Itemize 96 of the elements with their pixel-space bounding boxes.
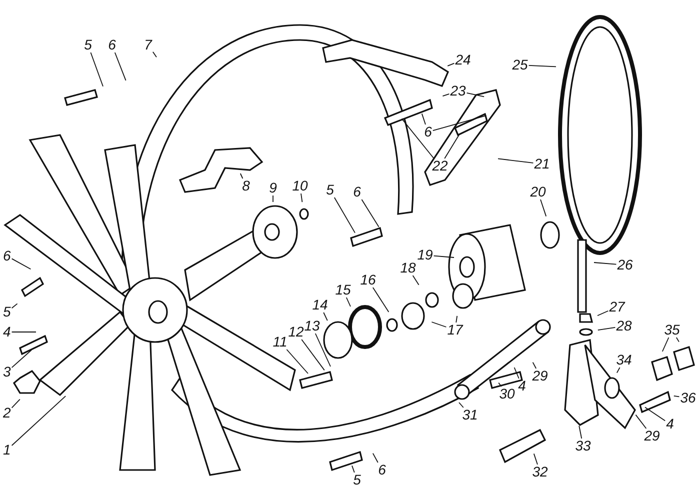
leader-line [533,453,538,465]
leader-line [528,64,556,68]
leader-line [314,333,331,367]
leader-line [635,414,647,429]
callout-number: 4 [665,416,675,432]
callout-number: 16 [359,272,377,288]
leader-line [323,312,328,322]
callout-number: 19 [416,248,434,262]
leader-line [421,113,426,125]
callout-number: 25 [511,58,529,72]
callout-number: 36 [679,390,697,406]
callout-number: 13 [303,318,321,334]
callout-number: 6 [423,124,433,140]
leader-line [673,395,680,398]
leader-line [372,452,378,463]
callout-number: 17 [446,322,464,338]
leader-line [11,350,32,368]
leader-line [498,382,502,387]
leader-line [442,93,450,97]
leader-line [444,134,460,159]
callout-number: 32 [531,464,549,480]
callout-number: 33 [574,438,592,454]
leader-line [334,197,356,234]
leader-line [432,115,487,132]
leader-line [594,262,617,265]
leader-line [272,195,274,202]
callout-number: 7 [143,38,153,52]
leader-line [676,337,680,342]
leader-line [458,402,464,408]
callout-number: 6 [352,184,362,200]
leader-line [401,118,434,159]
leader-line [114,52,126,81]
callout-number: 6 [377,462,387,478]
leader-line [372,287,390,312]
callout-number: 34 [615,352,633,368]
leader-line [597,326,616,331]
leader-line [301,339,325,371]
leader-line [616,367,620,374]
callout-number: 15 [334,282,352,298]
leader-line [286,349,308,374]
callout-number: 5 [2,304,12,320]
callout-number: 14 [311,298,329,312]
callout-number: 6 [107,38,117,52]
leader-line [597,310,609,316]
leader-line [11,258,32,270]
leader-line [361,199,380,228]
callout-number: 5 [83,38,93,52]
leader-line [412,275,420,286]
callout-number: 4 [2,324,12,340]
leader-line [352,465,355,473]
callout-number: 23 [449,84,467,98]
callout-number: 4 [517,378,527,394]
leader-line [456,315,458,323]
callout-number: 9 [268,180,278,196]
leader-line [540,199,547,217]
callout-number: 6 [2,248,12,264]
callout-number: 30 [498,386,516,402]
leader-line [346,297,351,307]
callout-number: 3 [2,364,12,380]
leader-line [578,425,582,439]
callout-number: 5 [325,182,335,198]
callout-number: 27 [608,300,626,314]
callout-number: 11 [272,334,288,350]
leader-line [498,158,534,164]
leader-line [514,367,520,379]
callout-number: 29 [643,428,661,444]
callout-number: 29 [531,368,549,384]
leader-line [240,173,244,179]
leader-line [644,406,666,422]
leader-line [11,396,66,446]
callout-number: 35 [663,322,681,338]
leader-line [300,193,303,203]
leader-line [447,62,455,66]
callout-number: 8 [241,178,251,194]
callout-number: 2 [2,406,12,420]
leader-line [11,398,20,408]
callout-number: 10 [291,178,309,194]
callout-number: 31 [461,408,479,422]
leader-line [662,337,670,352]
callout-number: 20 [529,184,547,200]
leader-line [532,362,537,369]
leader-line [466,92,485,98]
leader-line [431,322,447,328]
leader-line [433,255,454,258]
callout-number: 21 [533,156,551,172]
callout-number: 12 [287,324,305,340]
callout-number: 22 [431,158,449,174]
callout-number: 24 [454,52,472,68]
leader-line [90,52,104,87]
callout-number: 28 [615,318,633,334]
callout-number: 1 [2,442,12,458]
callout-number: 26 [616,258,634,272]
leader-line [11,303,18,309]
leader-line [152,51,157,58]
callout-number: 5 [352,472,362,488]
callout-number: 18 [399,260,417,276]
